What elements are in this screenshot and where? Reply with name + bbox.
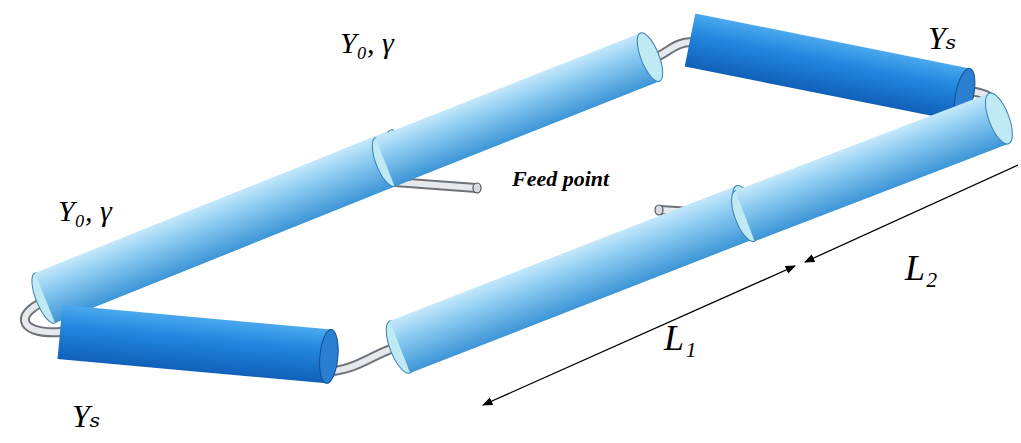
line-segment xyxy=(367,30,668,190)
stub-admittance-label: Yₛ xyxy=(72,400,101,432)
stub-admittance-label: Yₛ xyxy=(928,22,957,54)
stub-cylinder xyxy=(58,305,341,384)
line-segment xyxy=(381,182,767,377)
line-segment xyxy=(27,127,419,327)
length-label: L₁ xyxy=(664,320,697,356)
line-parameter-label: Y₀, γ xyxy=(58,196,112,226)
stub-cylinder xyxy=(685,14,979,124)
line-segment xyxy=(726,90,1018,245)
feed-point-label: Feed point xyxy=(512,168,609,190)
line-parameter-label: Y₀, γ xyxy=(340,28,394,58)
length-label: L₂ xyxy=(905,250,938,286)
dimension-lines xyxy=(483,165,1018,405)
